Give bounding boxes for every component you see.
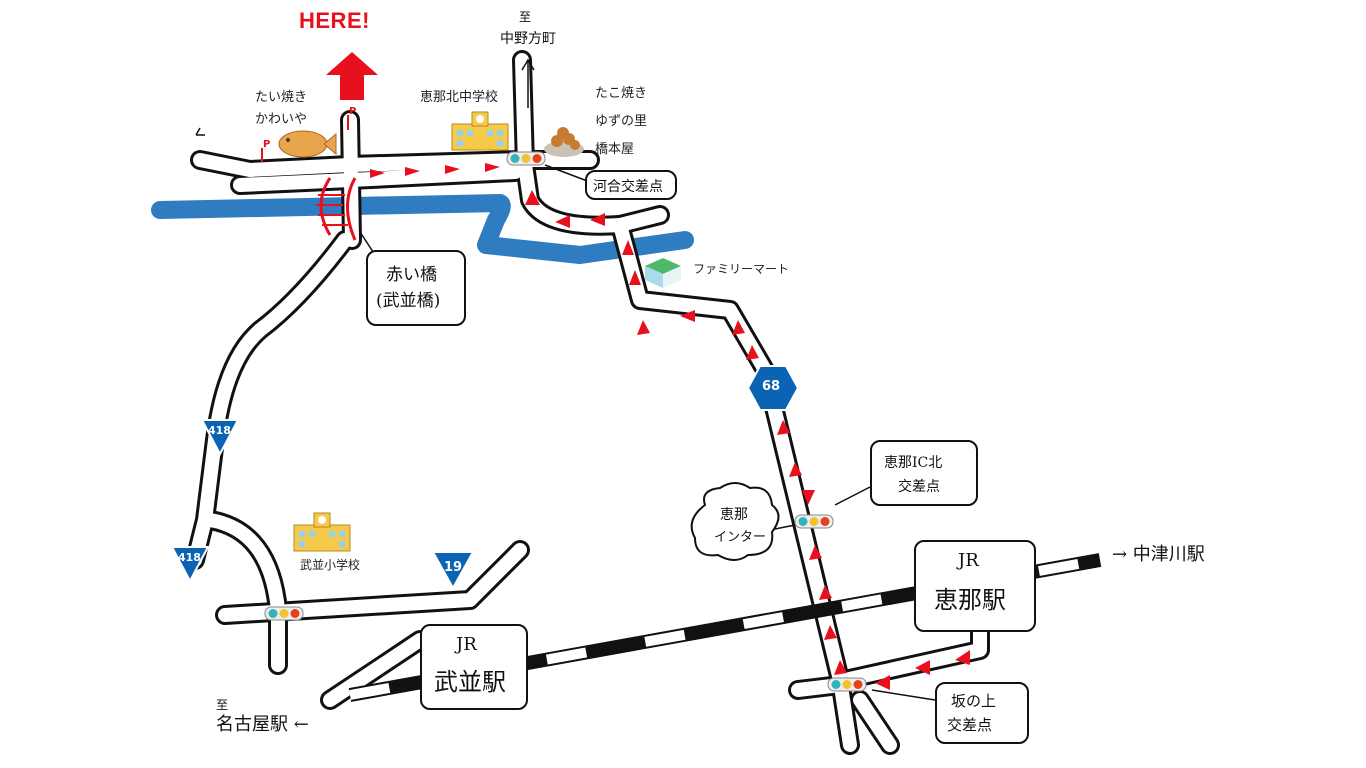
kawai-intersection-box: 河合交差点 <box>585 170 677 200</box>
ena-kita-school-label: 恵那北中学校 <box>420 90 499 105</box>
parking-flags <box>261 115 349 162</box>
route-19-number: 19 <box>444 560 463 575</box>
route-68-number: 68 <box>762 379 781 394</box>
takoyaki-label-line2: ゆずの里 <box>595 114 648 129</box>
route-shield-68 <box>746 365 800 411</box>
jr-ena-station-box: JR 恵那駅 <box>914 540 1036 632</box>
ena-ic-kita-box: 恵那IC北 交差点 <box>870 440 978 506</box>
nakatsugawa-label: → 中津川駅 <box>1112 544 1205 565</box>
convenience-store-icon <box>645 258 681 288</box>
nagoya-to-label: 至 <box>216 698 229 712</box>
jr-ena-station-label-line1: JR <box>958 550 979 571</box>
ena-interchange-label-line1: 恵那 <box>720 507 748 523</box>
ena-ic-kita-label-line2: 交差点 <box>898 479 940 495</box>
parking-label: P <box>349 106 357 117</box>
route-shield-418-lower <box>170 546 210 584</box>
takoyaki-icon <box>544 127 584 157</box>
jr-takenami-station-label-line1: JR <box>456 634 477 655</box>
interchange-cloud <box>690 482 780 561</box>
route-418-lower-number: 418 <box>178 551 201 564</box>
sakanoue-label-line1: 坂の上 <box>951 692 997 710</box>
ena-ic-kita-label-line1: 恵那IC北 <box>884 455 943 471</box>
jr-takenami-station-box: JR 武並駅 <box>420 624 528 710</box>
red-bridge-box: 赤い橋 (武並橋) <box>366 250 466 326</box>
takenami-school-label: 武並小学校 <box>300 558 361 572</box>
here-label: HERE! <box>299 8 370 33</box>
takoyaki-label-line1: たこ焼き <box>595 86 648 101</box>
nagoya-label: 名古屋駅 ← <box>216 714 309 735</box>
route-arrows <box>370 163 982 690</box>
route-418-upper-number: 418 <box>208 424 231 437</box>
route-shield-19 <box>431 551 475 591</box>
family-mart-label: ファミリーマート <box>693 262 790 276</box>
river <box>151 194 694 264</box>
taiyaki-label-line2: かわいや <box>255 112 308 127</box>
red-bridge-label-line1: 赤い橋 <box>386 265 437 285</box>
route-shield-418-upper <box>200 419 240 457</box>
nakano-hocho-to-label: 至 <box>519 10 532 24</box>
kawai-intersection-label: 河合交差点 <box>593 179 663 195</box>
jr-takenami-station-label-line2: 武並駅 <box>434 668 506 696</box>
parking-label: P <box>263 139 271 150</box>
school-icon <box>293 512 351 552</box>
traffic-lights <box>264 151 867 692</box>
sakanoue-label-line2: 交差点 <box>947 716 993 734</box>
sakanoue-intersection-box: 坂の上 交差点 <box>935 682 1029 744</box>
taiyaki-icon <box>278 130 337 158</box>
ena-interchange-label-line2: インター <box>714 530 767 545</box>
school-icon <box>451 111 509 151</box>
takoyaki-label-line3: 橋本屋 <box>595 142 635 157</box>
nakano-hocho-label: 中野方町 <box>500 31 556 47</box>
red-bridge-icon <box>316 177 357 241</box>
taiyaki-label-line1: たい焼き <box>255 90 308 105</box>
here-arrow-icon <box>326 52 378 100</box>
jr-ena-station-label-line2: 恵那駅 <box>934 586 1006 614</box>
red-bridge-label-line2: (武並橋) <box>376 291 441 311</box>
roads <box>185 50 990 755</box>
